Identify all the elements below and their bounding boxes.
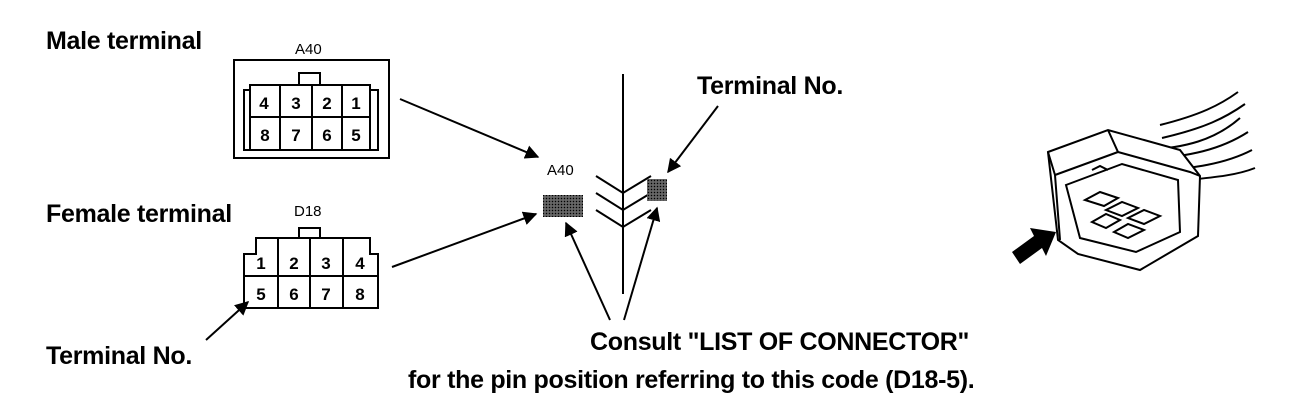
- male-pin-6: 6: [322, 126, 331, 145]
- female-pin-6: 6: [289, 285, 298, 304]
- terminal-no-bottom-label: Terminal No.: [46, 342, 192, 370]
- male-pin-7: 7: [291, 126, 300, 145]
- male-pin-3: 3: [291, 94, 300, 113]
- female-pin-8: 8: [355, 285, 364, 304]
- wire-harness-symbol: [595, 74, 652, 294]
- female-pin-5: 5: [256, 285, 265, 304]
- male-pin-4: 4: [259, 94, 269, 113]
- terminal-no-top-label: Terminal No.: [697, 72, 843, 100]
- female-pin-4: 4: [355, 254, 365, 273]
- male-to-code-arrow: [399, 98, 540, 159]
- female-terminal-label: Female terminal: [46, 200, 232, 228]
- female-pin-7: 7: [321, 285, 330, 304]
- male-connector: 4 3 2 1 8 7 6 5: [233, 59, 390, 159]
- male-pin-8: 8: [260, 126, 269, 145]
- female-pin-3: 3: [321, 254, 330, 273]
- female-connector: 1 2 3 4 5 6 7 8: [243, 227, 379, 309]
- female-to-code-arrow: [391, 211, 538, 268]
- male-pin-5: 5: [351, 126, 360, 145]
- consult-label-line2: for the pin position referring to this c…: [408, 366, 975, 394]
- female-connector-code: D18: [294, 203, 322, 220]
- connector-illustration: [1046, 91, 1256, 272]
- female-pin-2: 2: [289, 254, 298, 273]
- insertion-arrow: [1012, 228, 1056, 264]
- terminal-no-top-arrow: [667, 105, 719, 174]
- male-connector-key: [298, 72, 321, 86]
- wiring-connector-code: A40: [547, 162, 574, 179]
- connector-code-box: [543, 195, 583, 217]
- consult-arrow-terminal: [623, 206, 661, 321]
- male-terminal-label: Male terminal: [46, 27, 202, 55]
- male-pin-1: 1: [351, 94, 360, 113]
- terminal-code-box: [647, 179, 667, 201]
- female-pin-1: 1: [256, 254, 265, 273]
- male-connector-code: A40: [295, 41, 322, 58]
- male-pin-2: 2: [322, 94, 331, 113]
- consult-arrow-connector: [564, 221, 611, 321]
- female-connector-key: [298, 227, 321, 239]
- terminal-no-bottom-arrow: [205, 301, 250, 341]
- consult-label-line1: Consult "LIST OF CONNECTOR": [590, 328, 970, 356]
